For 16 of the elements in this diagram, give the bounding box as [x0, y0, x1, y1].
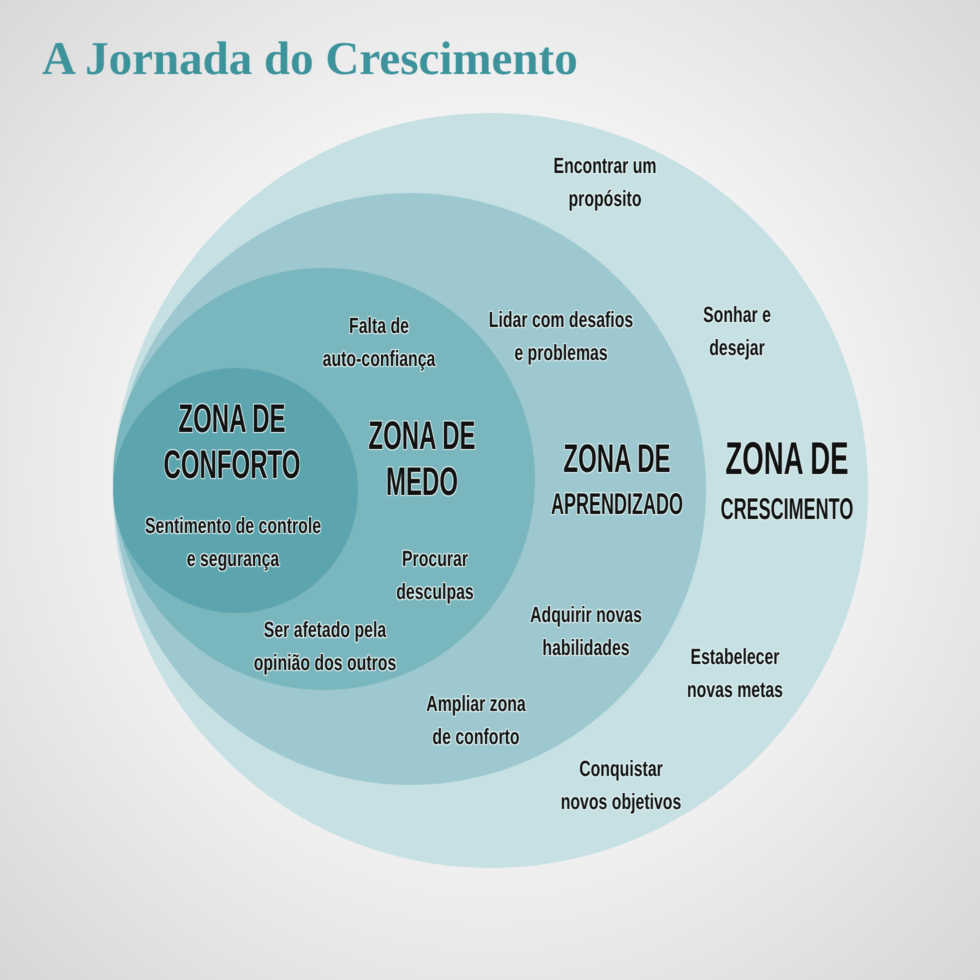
zone-description: Sonhar e desejar — [702, 301, 772, 362]
zone-description: Encontrar um propósito — [552, 152, 658, 213]
zone-title: ZONA DE APRENDIZADO — [550, 436, 684, 523]
zone-description: Conquistar novos objetivos — [560, 755, 682, 816]
zone-description: Lidar com desafios e problemas — [488, 306, 634, 367]
zone-description: Sentimento de controle e segurança — [144, 512, 322, 573]
zone-title: ZONA DE CONFORTO — [162, 396, 302, 488]
zone-title: ZONA DE MEDO — [368, 413, 476, 505]
zone-description: Falta de auto-confiança — [322, 312, 436, 373]
zone-description: Ampliar zona de conforto — [425, 690, 527, 751]
zone-title: ZONA DE CRESCIMENTO — [720, 432, 854, 528]
zone-description: Adquirir novas habilidades — [529, 601, 643, 662]
zone-description: Estabelecer novas metas — [686, 643, 784, 704]
diagram-title: A Jornada do Crescimento — [42, 32, 578, 87]
zone-description: Ser afetado pela opinião dos outros — [252, 616, 398, 677]
zone-description: Procurar desculpas — [395, 545, 475, 606]
